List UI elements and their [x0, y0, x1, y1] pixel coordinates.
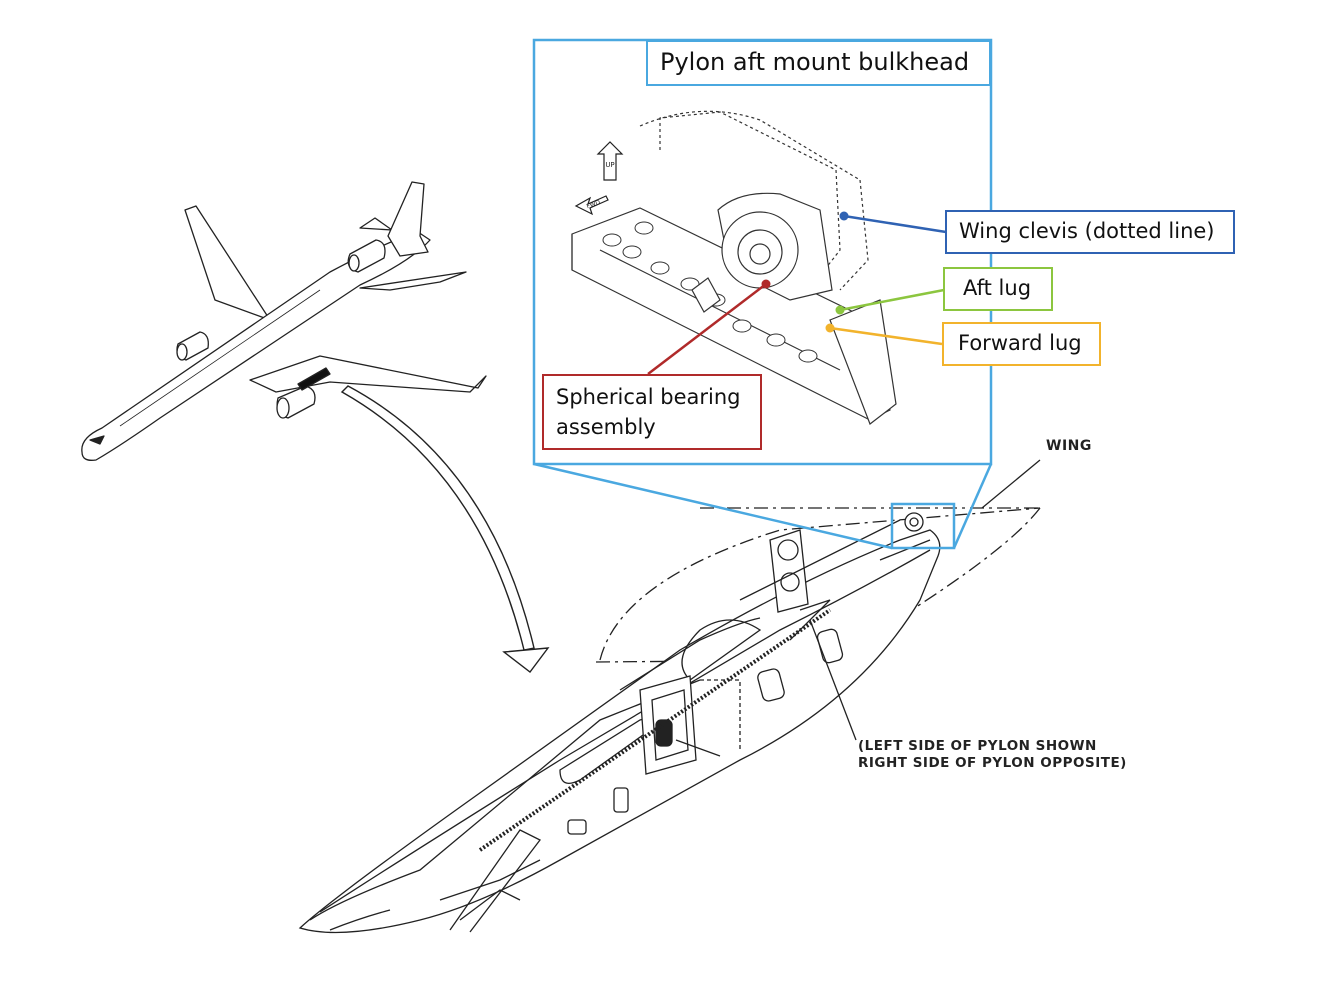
forward-lug-label: Forward lug: [942, 322, 1101, 366]
pylon-note-line2: RIGHT SIDE OF PYLON OPPOSITE): [858, 755, 1127, 771]
spherical-bearing-line1: Spherical bearing: [556, 385, 741, 409]
airplane-illustration: [81, 181, 487, 461]
forward-lug-leader: [829, 326, 943, 346]
aft-ring: [904, 512, 924, 532]
fwd-label: FWD: [586, 199, 602, 210]
zoom-arrow: [340, 385, 550, 673]
up-label: UP: [605, 161, 614, 169]
detail-locator: [533, 462, 993, 550]
pylon-note: (LEFT SIDE OF PYLON SHOWN RIGHT SIDE OF …: [858, 738, 1127, 772]
callout-dots: [761, 211, 849, 333]
inset-title: Pylon aft mount bulkhead: [646, 40, 991, 86]
callout-leaders: [647, 214, 947, 375]
wing-clevis-leader: [843, 214, 947, 234]
wing-label: WING: [1046, 438, 1092, 454]
aft-lug-label: Aft lug: [943, 267, 1053, 311]
wing-clevis-label: Wing clevis (dotted line): [945, 210, 1235, 254]
fwd-arrow-icon: [574, 195, 609, 216]
bulkhead-illustration: [571, 110, 897, 425]
spherical-bearing-label: Spherical bearing assembly: [542, 374, 762, 450]
aft-lug-leader: [839, 288, 945, 312]
orientation-marks: [574, 141, 624, 216]
pylon-illustration: [298, 459, 1041, 934]
pylon-note-line1: (LEFT SIDE OF PYLON SHOWN: [858, 738, 1097, 754]
spherical-bearing-line2: assembly: [556, 415, 656, 439]
spherical-bearing-leader: [647, 283, 767, 375]
up-arrow-icon: [596, 141, 624, 181]
